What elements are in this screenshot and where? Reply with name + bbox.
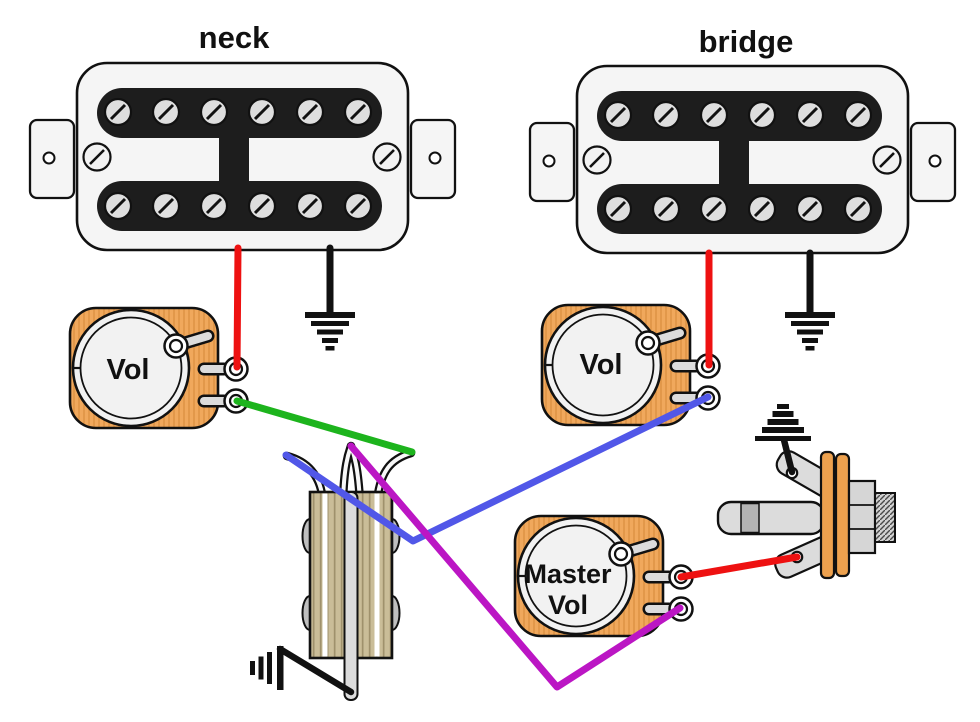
switch-ground-wire-black <box>276 645 355 696</box>
switch-shaft[interactable] <box>343 491 359 701</box>
selector-switch <box>282 441 416 701</box>
jack-threaded-sleeve <box>874 492 896 543</box>
neck-vol-to-switch-wire-green <box>233 397 416 456</box>
bridge-volume-label: Vol <box>580 349 623 381</box>
neck-pickup-label: neck <box>199 20 270 55</box>
pot-lug-top-hole <box>168 338 184 354</box>
bridge-pickup-label: bridge <box>699 24 794 59</box>
bridge-pickup <box>528 64 957 255</box>
jack-washer-back <box>834 452 851 578</box>
jack-barrel <box>716 500 826 536</box>
neck-pickup <box>28 61 457 252</box>
jack-ground-wire-black <box>780 436 796 476</box>
neck-volume-label: Vol <box>107 354 150 386</box>
pot-lug-top-hole <box>613 546 629 562</box>
bridge-volume-pot: Vol <box>540 303 721 427</box>
wires <box>233 244 814 696</box>
pot-lug-top-hole <box>640 335 656 351</box>
jack-washer-front <box>819 450 836 580</box>
switch-body-gap-left <box>322 493 328 657</box>
neck-volume-pot: Vol <box>68 306 249 430</box>
neck-hot-wire-red <box>233 244 242 371</box>
master-vol-to-jack-wire-red <box>677 553 801 581</box>
switch-to-master-vol-wire-purple <box>347 442 684 691</box>
master-volume-pot: Master Vol <box>513 514 694 638</box>
master-volume-label-line1: Master <box>524 559 612 589</box>
jack-nut <box>847 479 877 555</box>
switch-ground-symbol <box>250 646 284 690</box>
output-jack <box>716 404 896 580</box>
switch-to-bridge-vol-wire-blue <box>282 393 712 545</box>
switch-body-gap-right <box>374 493 380 657</box>
jack-barrel-band <box>740 502 760 534</box>
master-volume-label-line2: Vol <box>548 590 588 620</box>
